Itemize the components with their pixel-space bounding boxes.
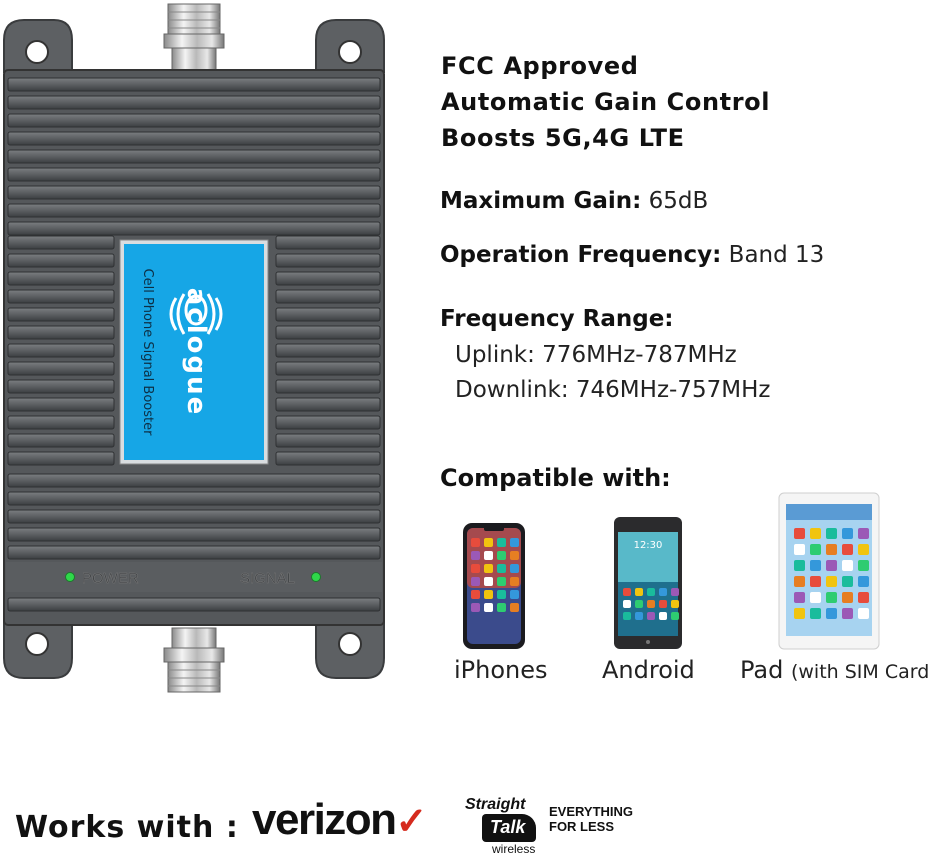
feature-5g-4g: Boosts 5G,4G LTE [441,124,685,152]
downlink-range: Downlink: 746MHz-757MHz [455,377,771,403]
android-phone-icon: 12:30 [614,517,682,649]
straight-talk-top: Straight [465,796,526,813]
power-led-icon [65,572,75,582]
device-label-iphones: iPhones [454,656,548,684]
compatible-title: Compatible with: [440,464,671,492]
signal-label: SIGNAL [240,570,295,587]
frequency-range-label: Frequency Range: [440,306,674,332]
mount-hole-icons [25,40,362,656]
device-label-android: Android [602,656,695,684]
works-with-title: Works with : [15,810,239,845]
verizon-wordmark: verizon [252,795,397,844]
indicator-panel: POWER SIGNAL [6,562,382,592]
max-gain-label: Maximum Gain: [440,188,642,214]
tablet-icon [778,492,880,650]
straight-talk-wireless: wireless [492,842,536,856]
aclogue-logo-icon [169,293,223,335]
straight-talk-talk: Talk [490,817,526,837]
top-antenna-connector [163,3,225,73]
feature-fcc: FCC Approved [441,52,639,80]
straight-talk-badge [482,814,536,842]
pad-note: (with SIM Card) [790,661,929,683]
device-subtitle: Cell Phone Signal Booster [140,269,155,437]
op-freq-value: Band 13 [728,242,825,268]
verizon-check-icon: ✓ [395,801,428,843]
product-label: aclogue Cell Phone Signal Booster [119,239,269,465]
bottom-antenna-connector [163,627,225,693]
device-label-pad: Pad (with SIM Card) [740,656,929,684]
uplink-range: Uplink: 776MHz-787MHz [455,342,737,368]
signal-led-icon [311,572,321,582]
signal-booster-device: aclogue Cell Phone Signal Booster POWER … [3,3,385,693]
pad-label: Pad [740,656,784,684]
feature-agc: Automatic Gain Control [441,88,771,116]
max-gain-row: Maximum Gain: 65dB [440,188,708,214]
straight-talk-tagline: EVERYTHING FOR LESS [549,804,634,834]
op-freq-label: Operation Frequency: [440,242,722,268]
heatsink-fins [7,77,381,612]
operation-frequency-row: Operation Frequency: Band 13 [440,242,824,268]
iphone-icon [463,523,525,649]
max-gain-value: 65dB [648,188,709,214]
verizon-logo: verizon✓ [252,795,428,845]
power-label: POWER [82,570,139,587]
svg-text:12:30: 12:30 [634,540,663,551]
